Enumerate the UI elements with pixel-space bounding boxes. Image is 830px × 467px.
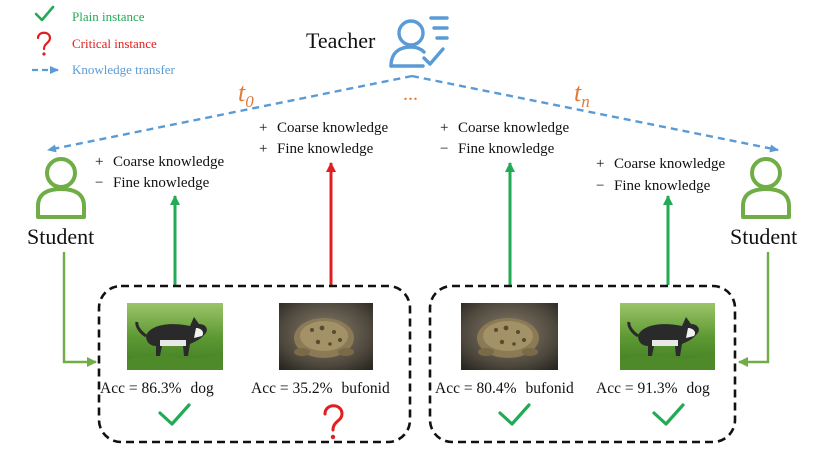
- instance-4-caption: Acc = 91.3%dog: [596, 380, 710, 397]
- student-icon-left: [36, 157, 86, 219]
- knowledge-middle-left: +Coarse knowledge +Fine knowledge: [259, 120, 389, 157]
- husky-photo: [620, 303, 715, 370]
- knowledge-left-student: +Coarse knowledge −Fine knowledge: [95, 154, 225, 191]
- student-right-input-arrow: [738, 252, 770, 367]
- knowledge-line: +Coarse knowledge: [95, 154, 225, 170]
- teacher-label: Teacher: [306, 28, 376, 53]
- knowledge-line: +Coarse knowledge: [596, 156, 726, 172]
- knowledge-line: −Fine knowledge: [596, 178, 711, 194]
- instance-2-caption: Acc = 35.2%bufonid: [251, 380, 390, 397]
- legend-transfer-label: Knowledge transfer: [72, 62, 176, 77]
- legend-critical-label: Critical instance: [72, 36, 157, 51]
- knowledge-right-student: +Coarse knowledge −Fine knowledge: [596, 156, 726, 194]
- knowledge-line: −Fine knowledge: [95, 175, 210, 191]
- transfer-arrow-left: [47, 74, 413, 153]
- instance-box-left: [97, 284, 412, 444]
- student-left-label: Student: [27, 224, 94, 249]
- teacher-icon: [389, 16, 449, 68]
- legend-plain-label: Plain instance: [72, 9, 145, 24]
- transfer-arrow-right: [411, 74, 779, 153]
- check-icon: [34, 5, 55, 22]
- check-icon: [158, 403, 191, 426]
- knowledge-line: −Fine knowledge: [440, 141, 555, 157]
- knowledge-line: +Coarse knowledge: [259, 120, 389, 136]
- knowledge-line: +Fine knowledge: [259, 141, 374, 157]
- instance-1-caption: Acc = 86.3%dog: [100, 380, 214, 397]
- check-icon: [498, 403, 531, 426]
- toad-photo: [461, 303, 558, 370]
- legend: Plain instance Critical instance Knowled…: [32, 5, 176, 77]
- knowledge-middle-right: +Coarse knowledge −Fine knowledge: [440, 120, 570, 157]
- instance-box-right: [428, 284, 737, 444]
- time-label-tn: tn: [574, 78, 590, 111]
- time-label-t0: t0: [238, 78, 254, 111]
- check-icon: [652, 403, 685, 426]
- instance-3-caption: Acc = 80.4%bufonid: [435, 380, 574, 397]
- husky-photo: [127, 303, 223, 370]
- time-ellipsis: ...: [403, 83, 418, 105]
- student-right-label: Student: [730, 224, 797, 249]
- student-left-input-arrow: [62, 252, 97, 367]
- toad-photo: [279, 303, 373, 370]
- question-icon-dot: [42, 52, 46, 56]
- question-icon: [323, 404, 344, 440]
- knowledge-line: +Coarse knowledge: [440, 120, 570, 136]
- question-icon: [36, 31, 52, 51]
- student-icon-right: [741, 157, 791, 219]
